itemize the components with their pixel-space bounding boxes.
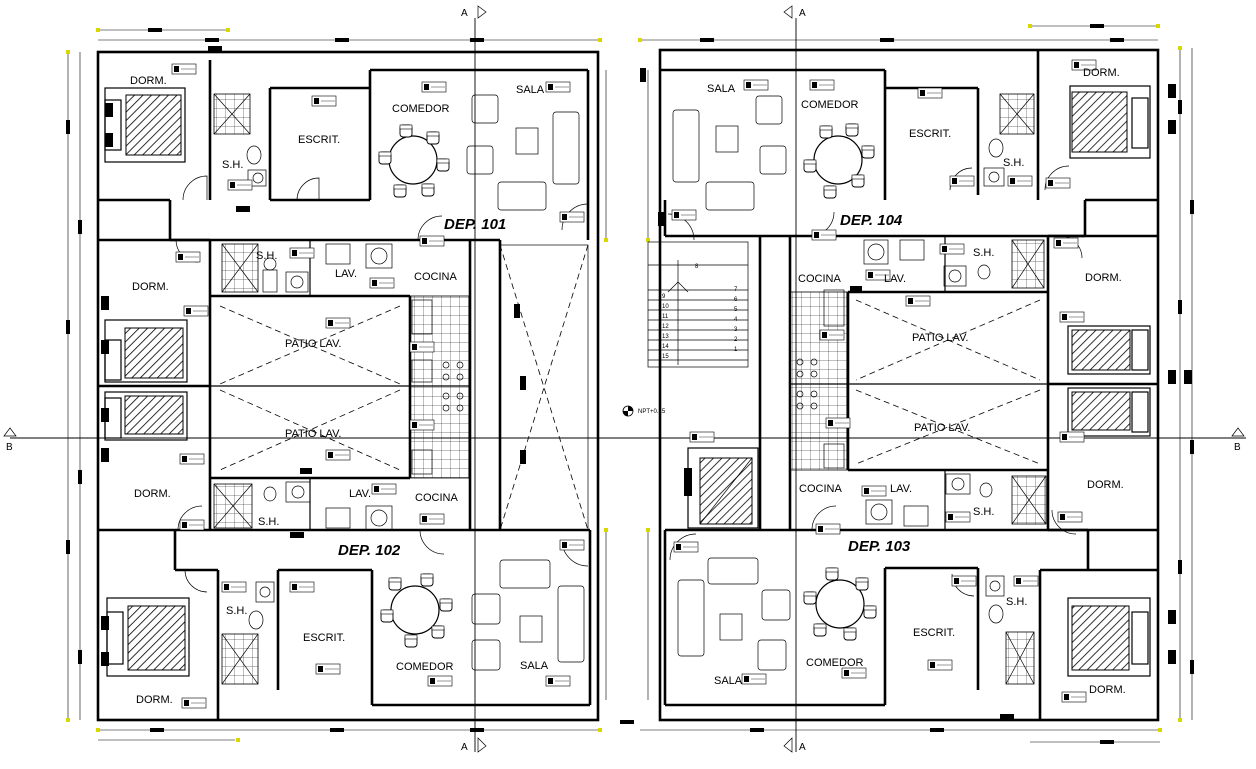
stair-step-r5: 3 xyxy=(734,327,738,333)
dining-living-furniture xyxy=(378,94,877,671)
unit-label-103: DEP. 103 xyxy=(848,538,911,555)
room-lav-101: LAV. xyxy=(335,268,357,280)
room-dorm-101b: DORM. xyxy=(132,281,169,293)
room-sh-103b: S.H. xyxy=(973,506,994,518)
room-dorm-104b: DORM. xyxy=(1085,272,1122,284)
room-lav-103: LAV. xyxy=(890,483,912,495)
unit-label-101: DEP. 101 xyxy=(444,216,506,233)
room-comedor-103: COMEDOR xyxy=(806,657,864,669)
unit-labels: DEP. 101 DEP. 102 DEP. 103 DEP. 104 xyxy=(338,212,911,559)
room-cocina-102: COCINA xyxy=(415,492,458,504)
stair-step-l2: 10 xyxy=(662,304,669,310)
stair-step-r6: 2 xyxy=(734,337,738,343)
central-core: 8 9 10 11 12 13 14 15 7 6 5 4 3 2 1 NPT+… xyxy=(499,241,759,531)
stair-step-r3: 5 xyxy=(734,307,738,313)
room-patio-103: PATIO LAV. xyxy=(914,422,970,434)
room-patio-104: PATIO LAV. xyxy=(912,332,968,344)
stair-step-r4: 4 xyxy=(734,317,738,323)
room-comedor-102: COMEDOR xyxy=(396,661,454,673)
walls-left xyxy=(96,50,600,722)
stair-step-l3: 11 xyxy=(662,314,669,320)
kitchen-fixtures xyxy=(325,239,929,531)
stair-top-step: 8 xyxy=(695,264,699,270)
beds xyxy=(104,85,1151,677)
axis-a-top-right: A xyxy=(799,8,806,19)
room-sh-104: S.H. xyxy=(1003,157,1024,169)
room-dorm-103: DORM. xyxy=(1089,684,1126,696)
stair-step-l5: 13 xyxy=(662,334,669,340)
room-dorm-104: DORM. xyxy=(1083,67,1120,79)
patios xyxy=(219,299,1041,471)
stair: 8 9 10 11 12 13 14 15 7 6 5 4 3 2 1 xyxy=(648,260,748,365)
room-escrit-103: ESCRIT. xyxy=(913,627,955,639)
stair-step-l4: 12 xyxy=(662,324,669,330)
room-sala-102: SALA xyxy=(520,660,549,672)
room-lav-102: LAV. xyxy=(349,488,371,500)
room-comedor-104: COMEDOR xyxy=(801,99,859,111)
room-sh-103: S.H. xyxy=(1006,596,1027,608)
axis-b-right: B xyxy=(1234,442,1241,453)
axis-a-bottom-left: A xyxy=(461,742,468,753)
room-patio-102: PATIO LAV. xyxy=(285,428,341,440)
stair-step-r2: 6 xyxy=(734,297,738,303)
stair-step-r7: 1 xyxy=(734,347,738,353)
room-sh-102b: S.H. xyxy=(258,516,279,528)
axis-lines: A A A A B B xyxy=(3,5,1246,753)
room-escrit-102: ESCRIT. xyxy=(303,632,345,644)
room-sh-102: S.H. xyxy=(226,605,247,617)
room-cocina-103: COCINA xyxy=(799,483,842,495)
room-dorm-101: DORM. xyxy=(130,75,167,87)
room-sh-101b: S.H. xyxy=(256,250,277,262)
unit-label-102: DEP. 102 xyxy=(338,542,401,559)
room-dorm-103b: DORM. xyxy=(1087,479,1124,491)
dimension-lines xyxy=(66,24,1194,744)
room-escrit-101: ESCRIT. xyxy=(298,134,340,146)
unit-label-104: DEP. 104 xyxy=(840,212,903,229)
room-sh-104b: S.H. xyxy=(973,247,994,259)
room-comedor-101: COMEDOR xyxy=(392,103,450,115)
stair-step-l7: 15 xyxy=(662,354,669,360)
stair-step-r1: 7 xyxy=(734,287,738,293)
room-dorm-102: DORM. xyxy=(136,694,173,706)
room-sh-101: S.H. xyxy=(222,159,243,171)
room-patio-101: PATIO LAV. xyxy=(285,338,341,350)
bathroom-fixtures xyxy=(213,93,1047,685)
room-cocina-104: COCINA xyxy=(798,273,841,285)
stair-step-l6: 14 xyxy=(662,344,669,350)
door-swings xyxy=(175,165,1083,597)
room-sala-104: SALA xyxy=(707,83,736,95)
stair-step-l1: 9 xyxy=(662,294,666,300)
room-sala-103: SALA xyxy=(714,675,743,687)
level-mark: NPT+0.15 xyxy=(622,405,666,417)
room-dorm-102b: DORM. xyxy=(134,488,171,500)
room-lav-104: LAV. xyxy=(884,273,906,285)
wall-marks xyxy=(101,46,1192,720)
axis-b-left: B xyxy=(6,442,13,453)
axis-a-bottom-right: A xyxy=(799,742,806,753)
room-sala-101: SALA xyxy=(516,84,545,96)
room-cocina-101: COCINA xyxy=(414,271,457,283)
level-mark-text: NPT+0.15 xyxy=(638,409,666,415)
room-escrit-104: ESCRIT. xyxy=(909,128,951,140)
axis-a-top-left: A xyxy=(461,8,468,19)
room-labels: DORM. ESCRIT. S.H. COMEDOR SALA S.H. LAV… xyxy=(130,67,1126,706)
